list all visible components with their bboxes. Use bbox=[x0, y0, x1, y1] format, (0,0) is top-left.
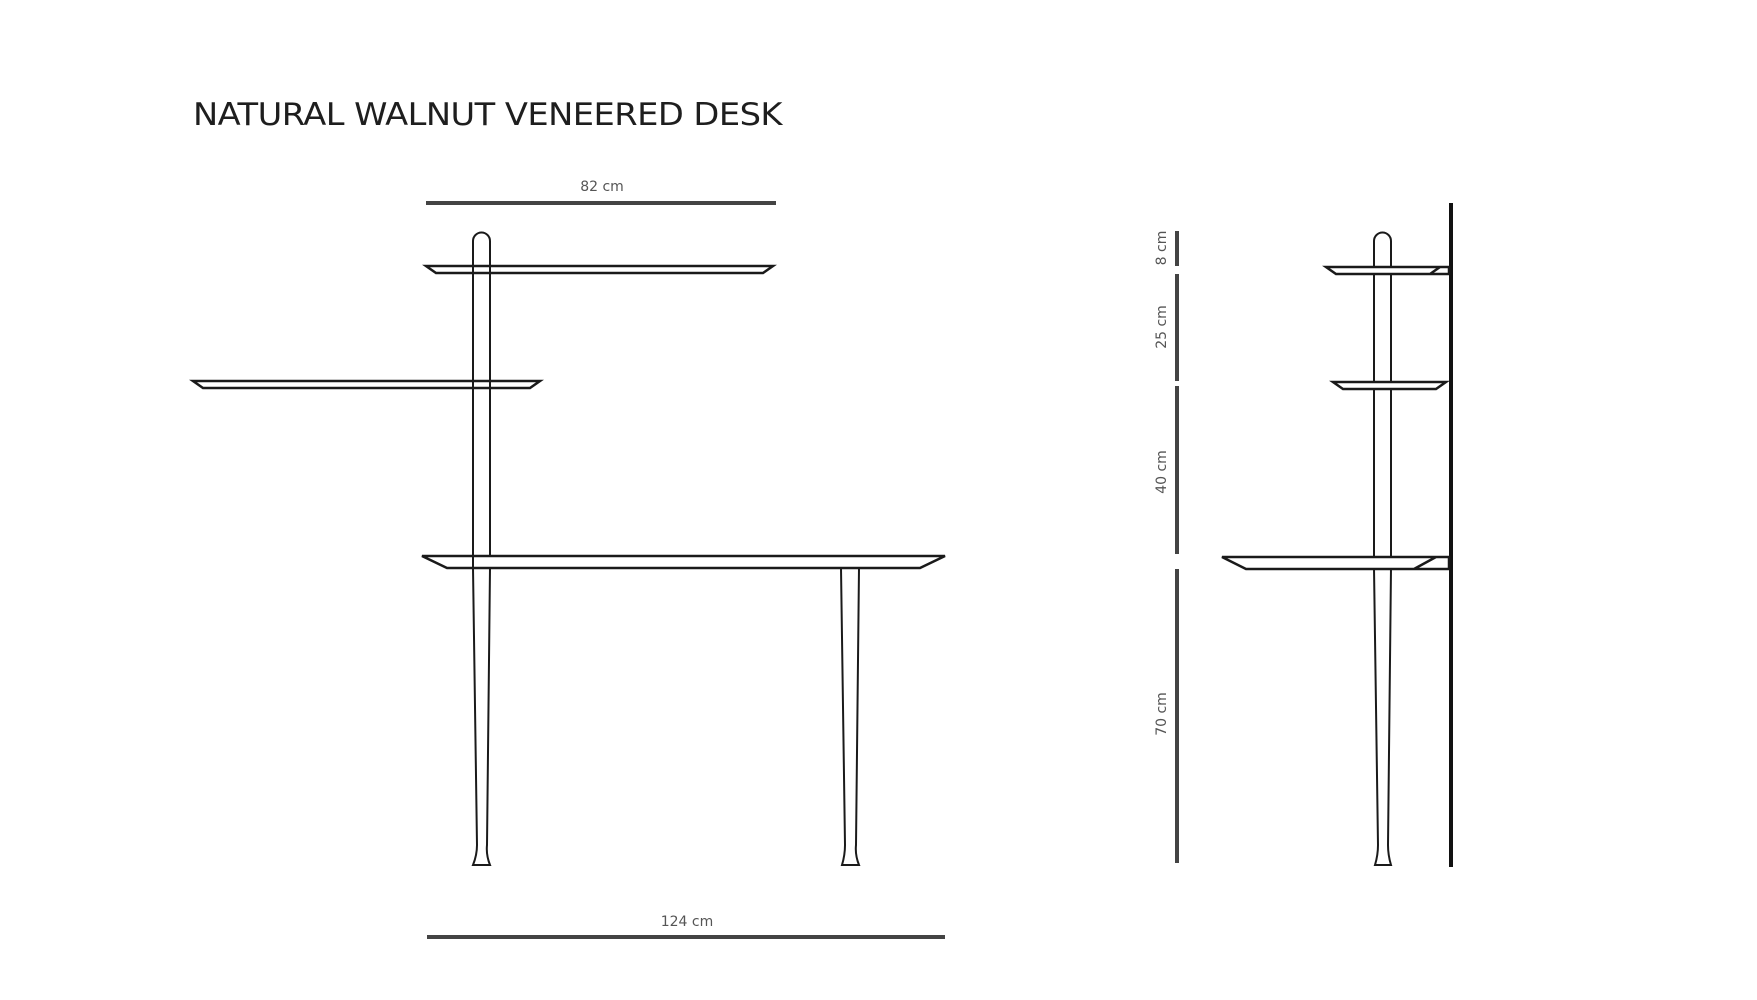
side-post bbox=[1373, 231, 1392, 556]
front-view: 82 cm 124 cm bbox=[189, 179, 946, 939]
width-label-82: 82 cm bbox=[580, 179, 624, 195]
side-top-shelf bbox=[1322, 265, 1451, 276]
middle-shelf bbox=[189, 379, 544, 390]
right-leg bbox=[840, 567, 861, 866]
height-dimensions: 8 cm 25 cm 40 cm 70 cm bbox=[1154, 231, 1179, 863]
left-leg bbox=[471, 567, 492, 866]
side-view bbox=[1221, 203, 1453, 867]
side-desk-top bbox=[1221, 555, 1451, 571]
width-label-124: 124 cm bbox=[661, 914, 714, 930]
height-label-40: 40 cm bbox=[1154, 450, 1170, 494]
top-shelf bbox=[422, 264, 777, 275]
desk-top bbox=[421, 554, 946, 570]
page-title: NATURAL WALNUT VENEERED DESK bbox=[193, 97, 783, 133]
side-middle-shelf bbox=[1329, 380, 1450, 391]
left-post bbox=[472, 231, 491, 568]
height-label-25: 25 cm bbox=[1154, 305, 1170, 349]
height-label-70: 70 cm bbox=[1154, 692, 1170, 736]
side-leg bbox=[1373, 567, 1393, 866]
height-label-8: 8 cm bbox=[1154, 231, 1170, 266]
